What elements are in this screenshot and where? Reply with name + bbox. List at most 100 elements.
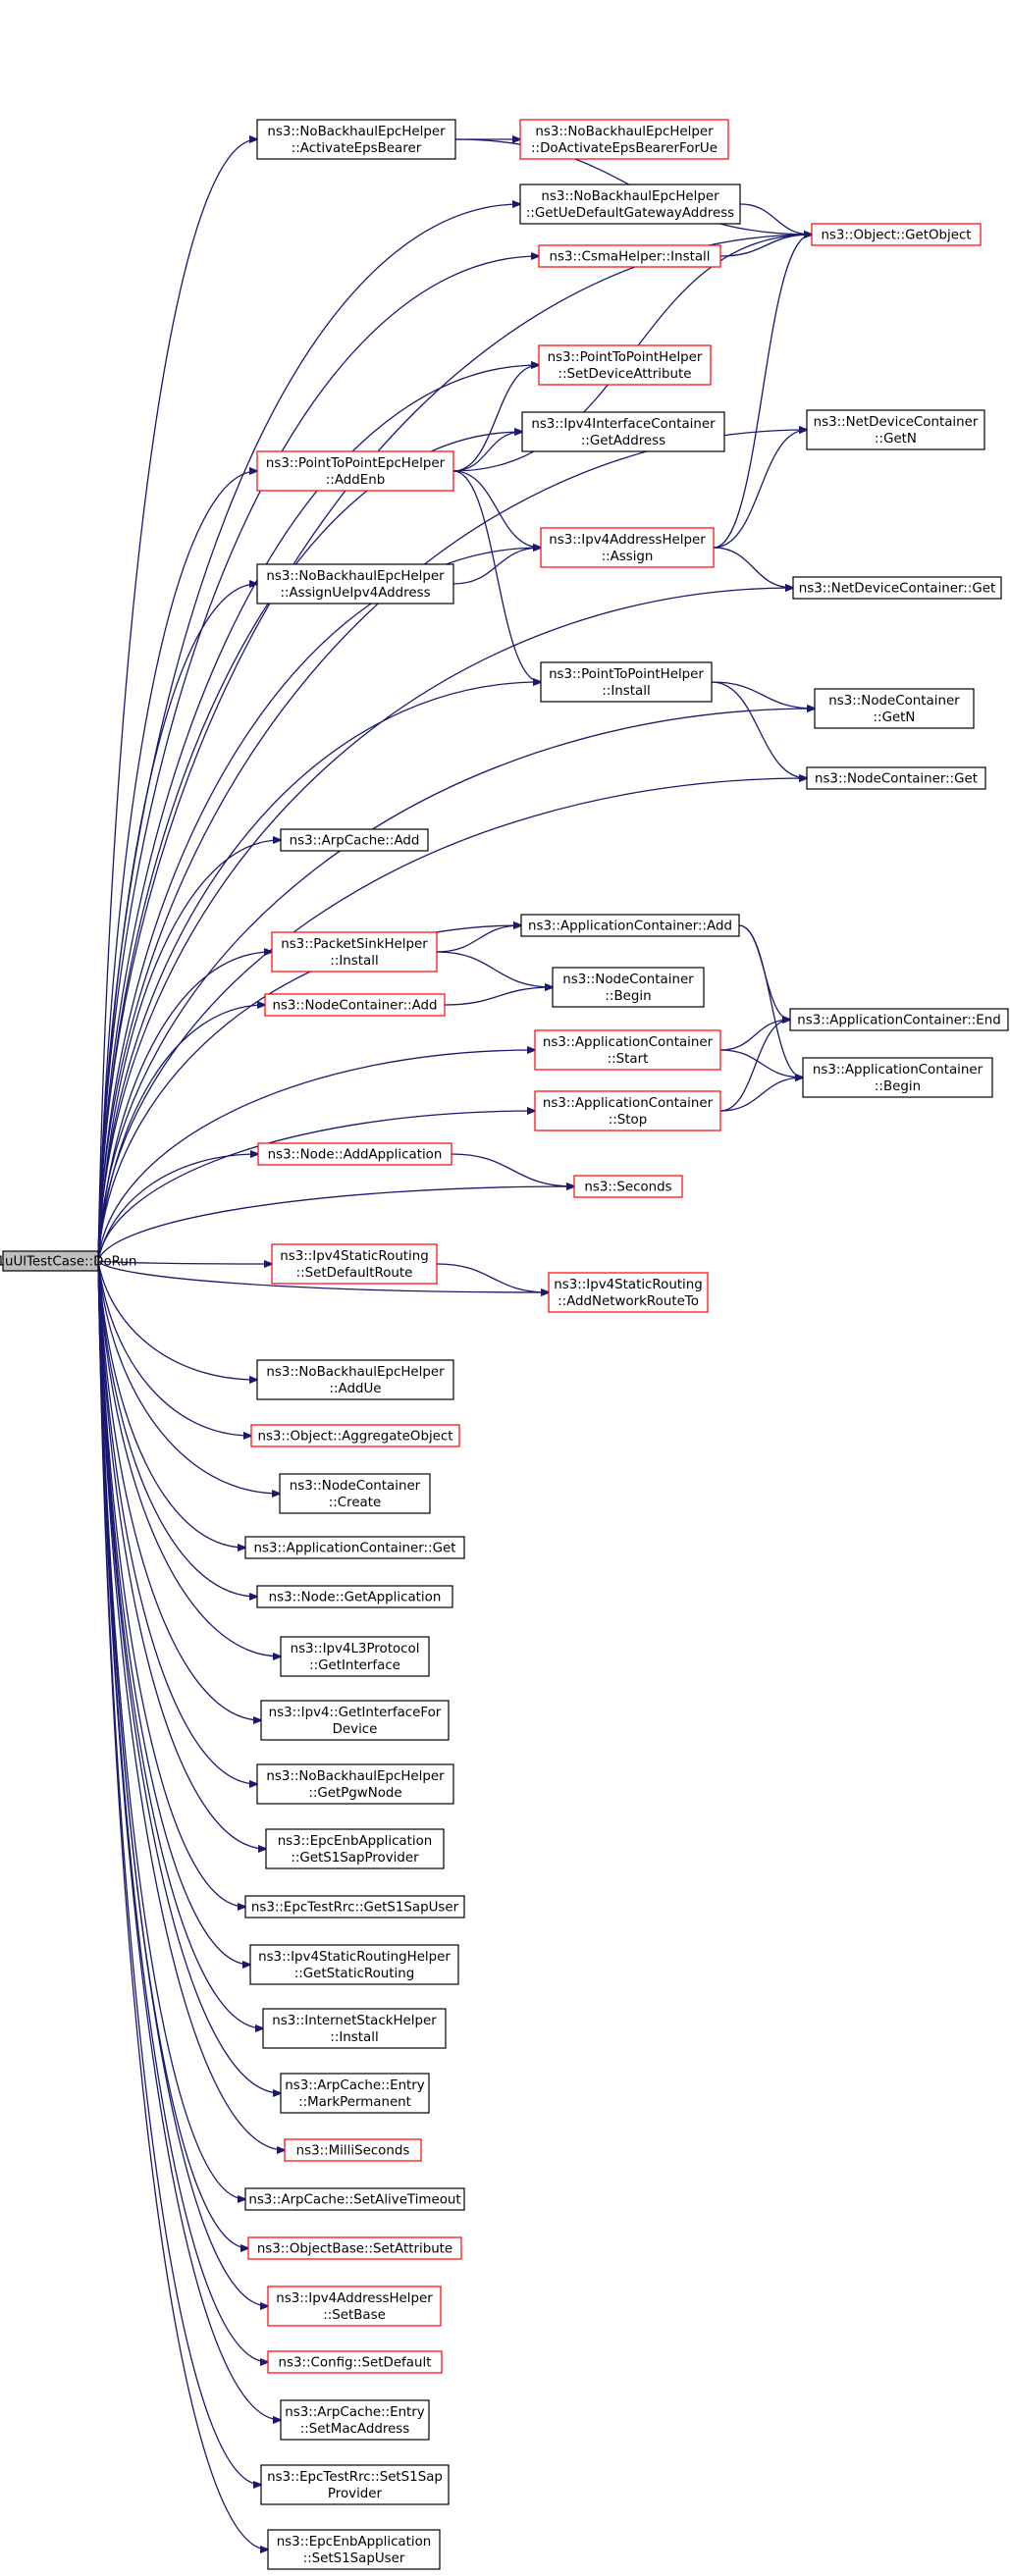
node-nodeAddApp[interactable]: ns3::Node::AddApplication bbox=[257, 1142, 452, 1166]
edge-appContStart-to-appContBegin bbox=[719, 1049, 803, 1078]
node-activateEpsBearer[interactable]: ns3::NoBackhaulEpcHelper::ActivateEpsBea… bbox=[256, 119, 456, 160]
node-nodeContAdd[interactable]: ns3::NodeContainer::Add bbox=[264, 993, 446, 1017]
node-addUe[interactable]: ns3::NoBackhaulEpcHelper::AddUe bbox=[256, 1359, 454, 1400]
edge-root-to-getPgwNode bbox=[97, 1260, 257, 1784]
node-box bbox=[256, 119, 456, 160]
edge-line bbox=[97, 584, 257, 1262]
node-netDevGetN[interactable]: ns3::NetDeviceContainer::GetN bbox=[806, 409, 985, 450]
node-box bbox=[534, 1090, 721, 1131]
edge-line bbox=[97, 471, 257, 1262]
node-p2pInstall[interactable]: ns3::PointToPointHelper::Install bbox=[540, 661, 713, 703]
edge-line bbox=[97, 778, 807, 1262]
node-label-line: ::Install bbox=[602, 684, 650, 699]
node-setS1SapUser[interactable]: ns3::EpcEnbApplication::SetS1SapUser bbox=[267, 2529, 441, 2570]
edge-root-to-nodeContGet bbox=[97, 778, 807, 1262]
edge-line bbox=[97, 1260, 268, 2306]
node-ipv4Assign[interactable]: ns3::Ipv4AddressHelper::Assign bbox=[540, 527, 715, 568]
node-nodeGetApp[interactable]: ns3::Node::GetApplication bbox=[256, 1585, 453, 1608]
node-label-line: ::AddUe bbox=[330, 1382, 382, 1396]
node-arpAdd[interactable]: ns3::ArpCache::Add bbox=[280, 828, 429, 852]
node-box bbox=[573, 1175, 683, 1198]
node-getUeDefaultGatewayAddress[interactable]: ns3::NoBackhaulEpcHelper::GetUeDefaultGa… bbox=[519, 184, 741, 225]
edge-line bbox=[97, 139, 257, 1262]
node-setDefaultRoute[interactable]: ns3::Ipv4StaticRouting::SetDefaultRoute bbox=[271, 1243, 438, 1285]
node-box bbox=[256, 1359, 454, 1400]
node-addNetworkRouteTo[interactable]: ns3::Ipv4StaticRouting::AddNetworkRouteT… bbox=[548, 1272, 709, 1313]
node-box bbox=[260, 2464, 450, 2505]
node-box bbox=[279, 1473, 431, 1514]
node-setMacAddress[interactable]: ns3::ArpCache::Entry::SetMacAddress bbox=[280, 2399, 430, 2441]
node-label-line: ns3::Config::SetDefault bbox=[279, 2356, 432, 2371]
node-assignUeIpv4[interactable]: ns3::NoBackhaulEpcHelper::AssignUeIpv4Ad… bbox=[256, 563, 454, 605]
node-setAliveTimeout[interactable]: ns3::ArpCache::SetAliveTimeout bbox=[244, 2187, 465, 2211]
node-nodeContCreate[interactable]: ns3::NodeContainer::Create bbox=[279, 1473, 431, 1514]
node-label-line: ns3::ApplicationContainer::End bbox=[797, 1014, 1001, 1028]
node-milliSeconds[interactable]: ns3::MilliSeconds bbox=[284, 2138, 422, 2162]
edge-line bbox=[97, 1260, 245, 1907]
node-box bbox=[256, 450, 454, 492]
edge-line bbox=[97, 952, 272, 1262]
node-getStaticRouting[interactable]: ns3::Ipv4StaticRoutingHelper::GetStaticR… bbox=[249, 1944, 459, 1985]
edge-line bbox=[97, 1111, 535, 1262]
node-appContBegin[interactable]: ns3::ApplicationContainer::Begin bbox=[802, 1057, 993, 1098]
edge-root-to-ipv4GetIfForDev bbox=[97, 1260, 261, 1720]
node-packetSinkInstall[interactable]: ns3::PacketSinkHelper::Install bbox=[271, 931, 438, 973]
node-appContEnd[interactable]: ns3::ApplicationContainer::End bbox=[789, 1008, 1009, 1031]
root-node[interactable]: EpcS1uUlTestCase::DoRun bbox=[0, 1250, 136, 1272]
edge-line bbox=[97, 256, 539, 1262]
node-doActivateEpsBearerForUe[interactable]: ns3::NoBackhaulEpcHelper::DoActivateEpsB… bbox=[519, 119, 729, 160]
node-getS1SapProvider[interactable]: ns3::EpcEnbApplication::GetS1SapProvider bbox=[265, 1828, 445, 1869]
node-box bbox=[814, 688, 975, 729]
node-setDeviceAttribute[interactable]: ns3::PointToPointHelper::SetDeviceAttrib… bbox=[538, 344, 712, 386]
edge-appContAdd-to-appContBegin bbox=[738, 924, 803, 1078]
node-appContStart[interactable]: ns3::ApplicationContainer::Start bbox=[534, 1029, 721, 1071]
edge-line bbox=[97, 1260, 257, 1380]
node-csmaInstall[interactable]: ns3::CsmaHelper::Install bbox=[538, 244, 721, 268]
edge-line bbox=[97, 365, 539, 1262]
node-ipv4L3GetInterface[interactable]: ns3::Ipv4L3Protocol::GetInterface bbox=[280, 1636, 430, 1677]
node-nodeContGet[interactable]: ns3::NodeContainer::Get bbox=[806, 766, 986, 790]
edge-appContStart-to-appContEnd bbox=[719, 1020, 790, 1051]
node-aggregateObject[interactable]: ns3::Object::AggregateObject bbox=[250, 1424, 460, 1447]
node-box bbox=[806, 409, 985, 450]
node-ipv4SetBase[interactable]: ns3::Ipv4AddressHelper::SetBase bbox=[267, 2286, 442, 2327]
node-label-line: ::ActivateEpsBearer bbox=[292, 141, 422, 156]
node-box bbox=[256, 1763, 454, 1805]
edge-root-to-getS1SapProvider bbox=[97, 1260, 266, 1849]
node-markPermanent[interactable]: ns3::ArpCache::Entry::MarkPermanent bbox=[280, 2073, 430, 2114]
node-addEnb[interactable]: ns3::PointToPointEpcHelper::AddEnb bbox=[256, 450, 454, 492]
edge-root-to-appContStart bbox=[97, 1050, 535, 1262]
node-nodeContGetN[interactable]: ns3::NodeContainer::GetN bbox=[814, 688, 975, 729]
node-getObject[interactable]: ns3::Object::GetObject bbox=[811, 223, 982, 246]
node-internetStackInstall[interactable]: ns3::InternetStackHelper::Install bbox=[262, 2008, 447, 2049]
node-configSetDefault[interactable]: ns3::Config::SetDefault bbox=[267, 2350, 443, 2374]
node-netDevGet[interactable]: ns3::NetDeviceContainer::Get bbox=[792, 576, 1002, 600]
node-box bbox=[280, 828, 429, 852]
node-appContAdd[interactable]: ns3::ApplicationContainer::Add bbox=[520, 914, 740, 937]
node-seconds[interactable]: ns3::Seconds bbox=[573, 1175, 683, 1198]
edge-line bbox=[97, 1154, 258, 1262]
node-ipv4IfcGetAddress[interactable]: ns3::Ipv4InterfaceContainer::GetAddress bbox=[521, 411, 725, 452]
node-objBaseSetAttribute[interactable]: ns3::ObjectBase::SetAttribute bbox=[247, 2236, 462, 2260]
edge-root-to-appContGet bbox=[97, 1260, 245, 1548]
edge-line bbox=[713, 430, 807, 549]
node-label-line: ns3::ArpCache::Add bbox=[290, 834, 420, 849]
edge-root-to-aggregateObject bbox=[97, 1260, 251, 1436]
node-nodeContBegin[interactable]: ns3::NodeContainer::Begin bbox=[552, 967, 705, 1008]
node-appContGet[interactable]: ns3::ApplicationContainer::Get bbox=[244, 1536, 465, 1559]
node-box bbox=[247, 2236, 462, 2260]
edge-root-to-setDeviceAttribute bbox=[97, 365, 539, 1262]
edge-line bbox=[97, 1260, 281, 1656]
node-getS1SapUser[interactable]: ns3::EpcTestRrc::GetS1SapUser bbox=[244, 1895, 465, 1919]
node-label-line: ns3::EpcEnbApplication bbox=[277, 2535, 432, 2550]
node-label-line: ns3::Ipv4::GetInterfaceFor bbox=[269, 1706, 442, 1720]
node-label-line: ns3::Ipv4StaticRouting bbox=[280, 1249, 429, 1264]
node-box bbox=[280, 1636, 430, 1677]
edge-addEnb-to-p2pInstall bbox=[452, 470, 541, 682]
node-getPgwNode[interactable]: ns3::NoBackhaulEpcHelper::GetPgwNode bbox=[256, 1763, 454, 1805]
node-appContStop[interactable]: ns3::ApplicationContainer::Stop bbox=[534, 1090, 721, 1131]
edge-root-to-netDevGet bbox=[97, 588, 793, 1262]
edge-root-to-addNetworkRouteTo bbox=[97, 1260, 549, 1292]
